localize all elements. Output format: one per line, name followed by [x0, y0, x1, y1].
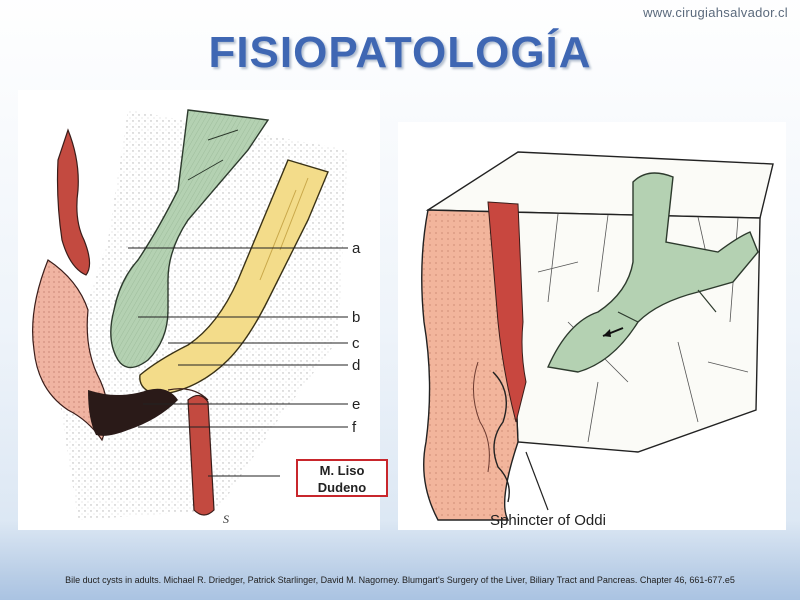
slide-title: FISIOPATOLOGÍA	[208, 28, 592, 77]
flow-arrowhead	[603, 329, 611, 337]
pancreatic-duct-folds	[259, 177, 309, 281]
common-channel	[88, 388, 178, 436]
channel-branches	[617, 289, 717, 323]
artist-signature: S	[223, 512, 229, 526]
mucosal-folds	[473, 361, 490, 473]
bottom-band	[0, 520, 800, 600]
sphincter-illustration: Sphincter of Oddi	[398, 122, 786, 530]
ampulla-drawing: a b c d e f S	[32, 109, 361, 526]
citation: Bile duct cysts in adults. Michael R. Dr…	[65, 575, 735, 585]
label-e: e	[352, 396, 360, 413]
bile-duct-folds	[187, 129, 239, 181]
site-url: www.cirugiahsalvador.cl	[643, 5, 788, 20]
sphincter-of-oddi-label: Sphincter of Oddi	[490, 512, 606, 529]
callout-line-2: Dudeno	[317, 480, 367, 495]
sphincter-folds	[492, 371, 510, 503]
pancreatic-duct	[139, 159, 329, 396]
label-d: d	[352, 357, 360, 374]
label-f: f	[352, 419, 357, 436]
muscle-upper	[56, 128, 91, 276]
sphincter-muscle	[187, 394, 215, 516]
label-b: b	[352, 309, 360, 326]
sphincter-drawing	[421, 151, 774, 521]
ampulla-outline	[167, 388, 209, 401]
bile-duct	[110, 109, 270, 369]
label-c: c	[352, 335, 360, 352]
sphincter-pointer	[525, 451, 549, 511]
label-a: a	[352, 240, 361, 257]
callout-line-1: M. Liso	[319, 463, 365, 478]
muscle-layer	[487, 201, 527, 423]
smooth-muscle-callout: M. Liso Dudeno	[296, 459, 388, 497]
tissue-block-top	[425, 151, 774, 219]
ampulla-illustration: a b c d e f S M. Liso Dudeno	[18, 90, 388, 530]
